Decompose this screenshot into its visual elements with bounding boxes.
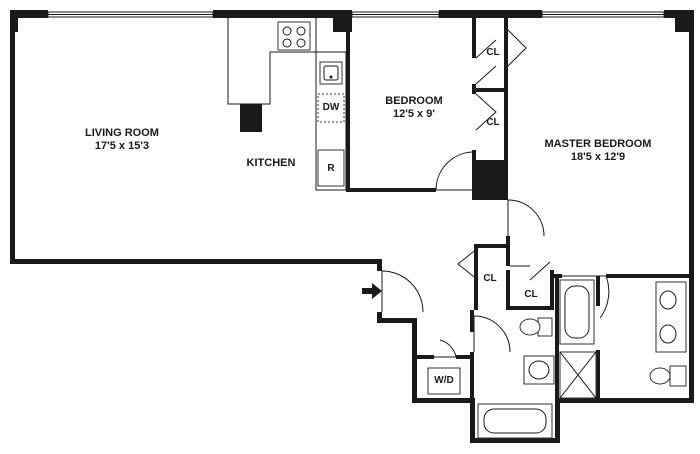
doors <box>381 29 610 358</box>
washer-dryer-label: W/D <box>434 375 454 386</box>
refrigerator-icon <box>317 149 345 187</box>
master-bedroom-name: MASTER BEDROOM <box>544 138 652 150</box>
master-bedroom-size: 18'5 x 12'9 <box>570 151 626 163</box>
kitchen-sink-icon <box>319 61 343 85</box>
sink-icon <box>523 355 555 385</box>
bedroom-closet-bottom-label: CL <box>486 117 500 128</box>
bath-fixtures <box>477 279 687 439</box>
living-room-label: LIVING ROOM 17'5 x 15'3 <box>72 127 172 153</box>
windows <box>47 11 665 18</box>
shower-icon <box>559 351 597 399</box>
dishwasher-icon <box>317 93 345 123</box>
master-bathtub-icon <box>559 279 595 345</box>
toilet-icon <box>519 317 553 337</box>
kitchen-fixtures <box>227 18 347 191</box>
kitchen-name: KITCHEN <box>246 157 296 169</box>
dishwasher-label: DW <box>322 102 340 113</box>
hall-closet-label: CL <box>483 273 497 284</box>
bedroom-closet-top-label: CL <box>486 47 500 58</box>
refrigerator-label: R <box>327 163 335 174</box>
interior-walls <box>346 18 693 402</box>
master-closet-label: CL <box>524 289 538 300</box>
entry-arrow-icon <box>362 283 382 299</box>
bedroom-label: BEDROOM 12'5 x 9' <box>372 95 456 121</box>
master-toilet-icon <box>649 365 687 387</box>
bedroom-name: BEDROOM <box>385 95 443 107</box>
double-vanity-icon <box>655 281 687 353</box>
washer-dryer-icon <box>427 367 461 395</box>
bathtub-icon <box>477 403 553 439</box>
living-room-name: LIVING ROOM <box>85 127 159 139</box>
living-room-size: 17'5 x 15'3 <box>94 140 150 152</box>
master-bedroom-label: MASTER BEDROOM 18'5 x 12'9 <box>536 138 660 164</box>
stove-icon <box>277 21 311 51</box>
bedroom-size: 12'5 x 9' <box>393 108 435 120</box>
kitchen-label: KITCHEN <box>236 157 306 170</box>
